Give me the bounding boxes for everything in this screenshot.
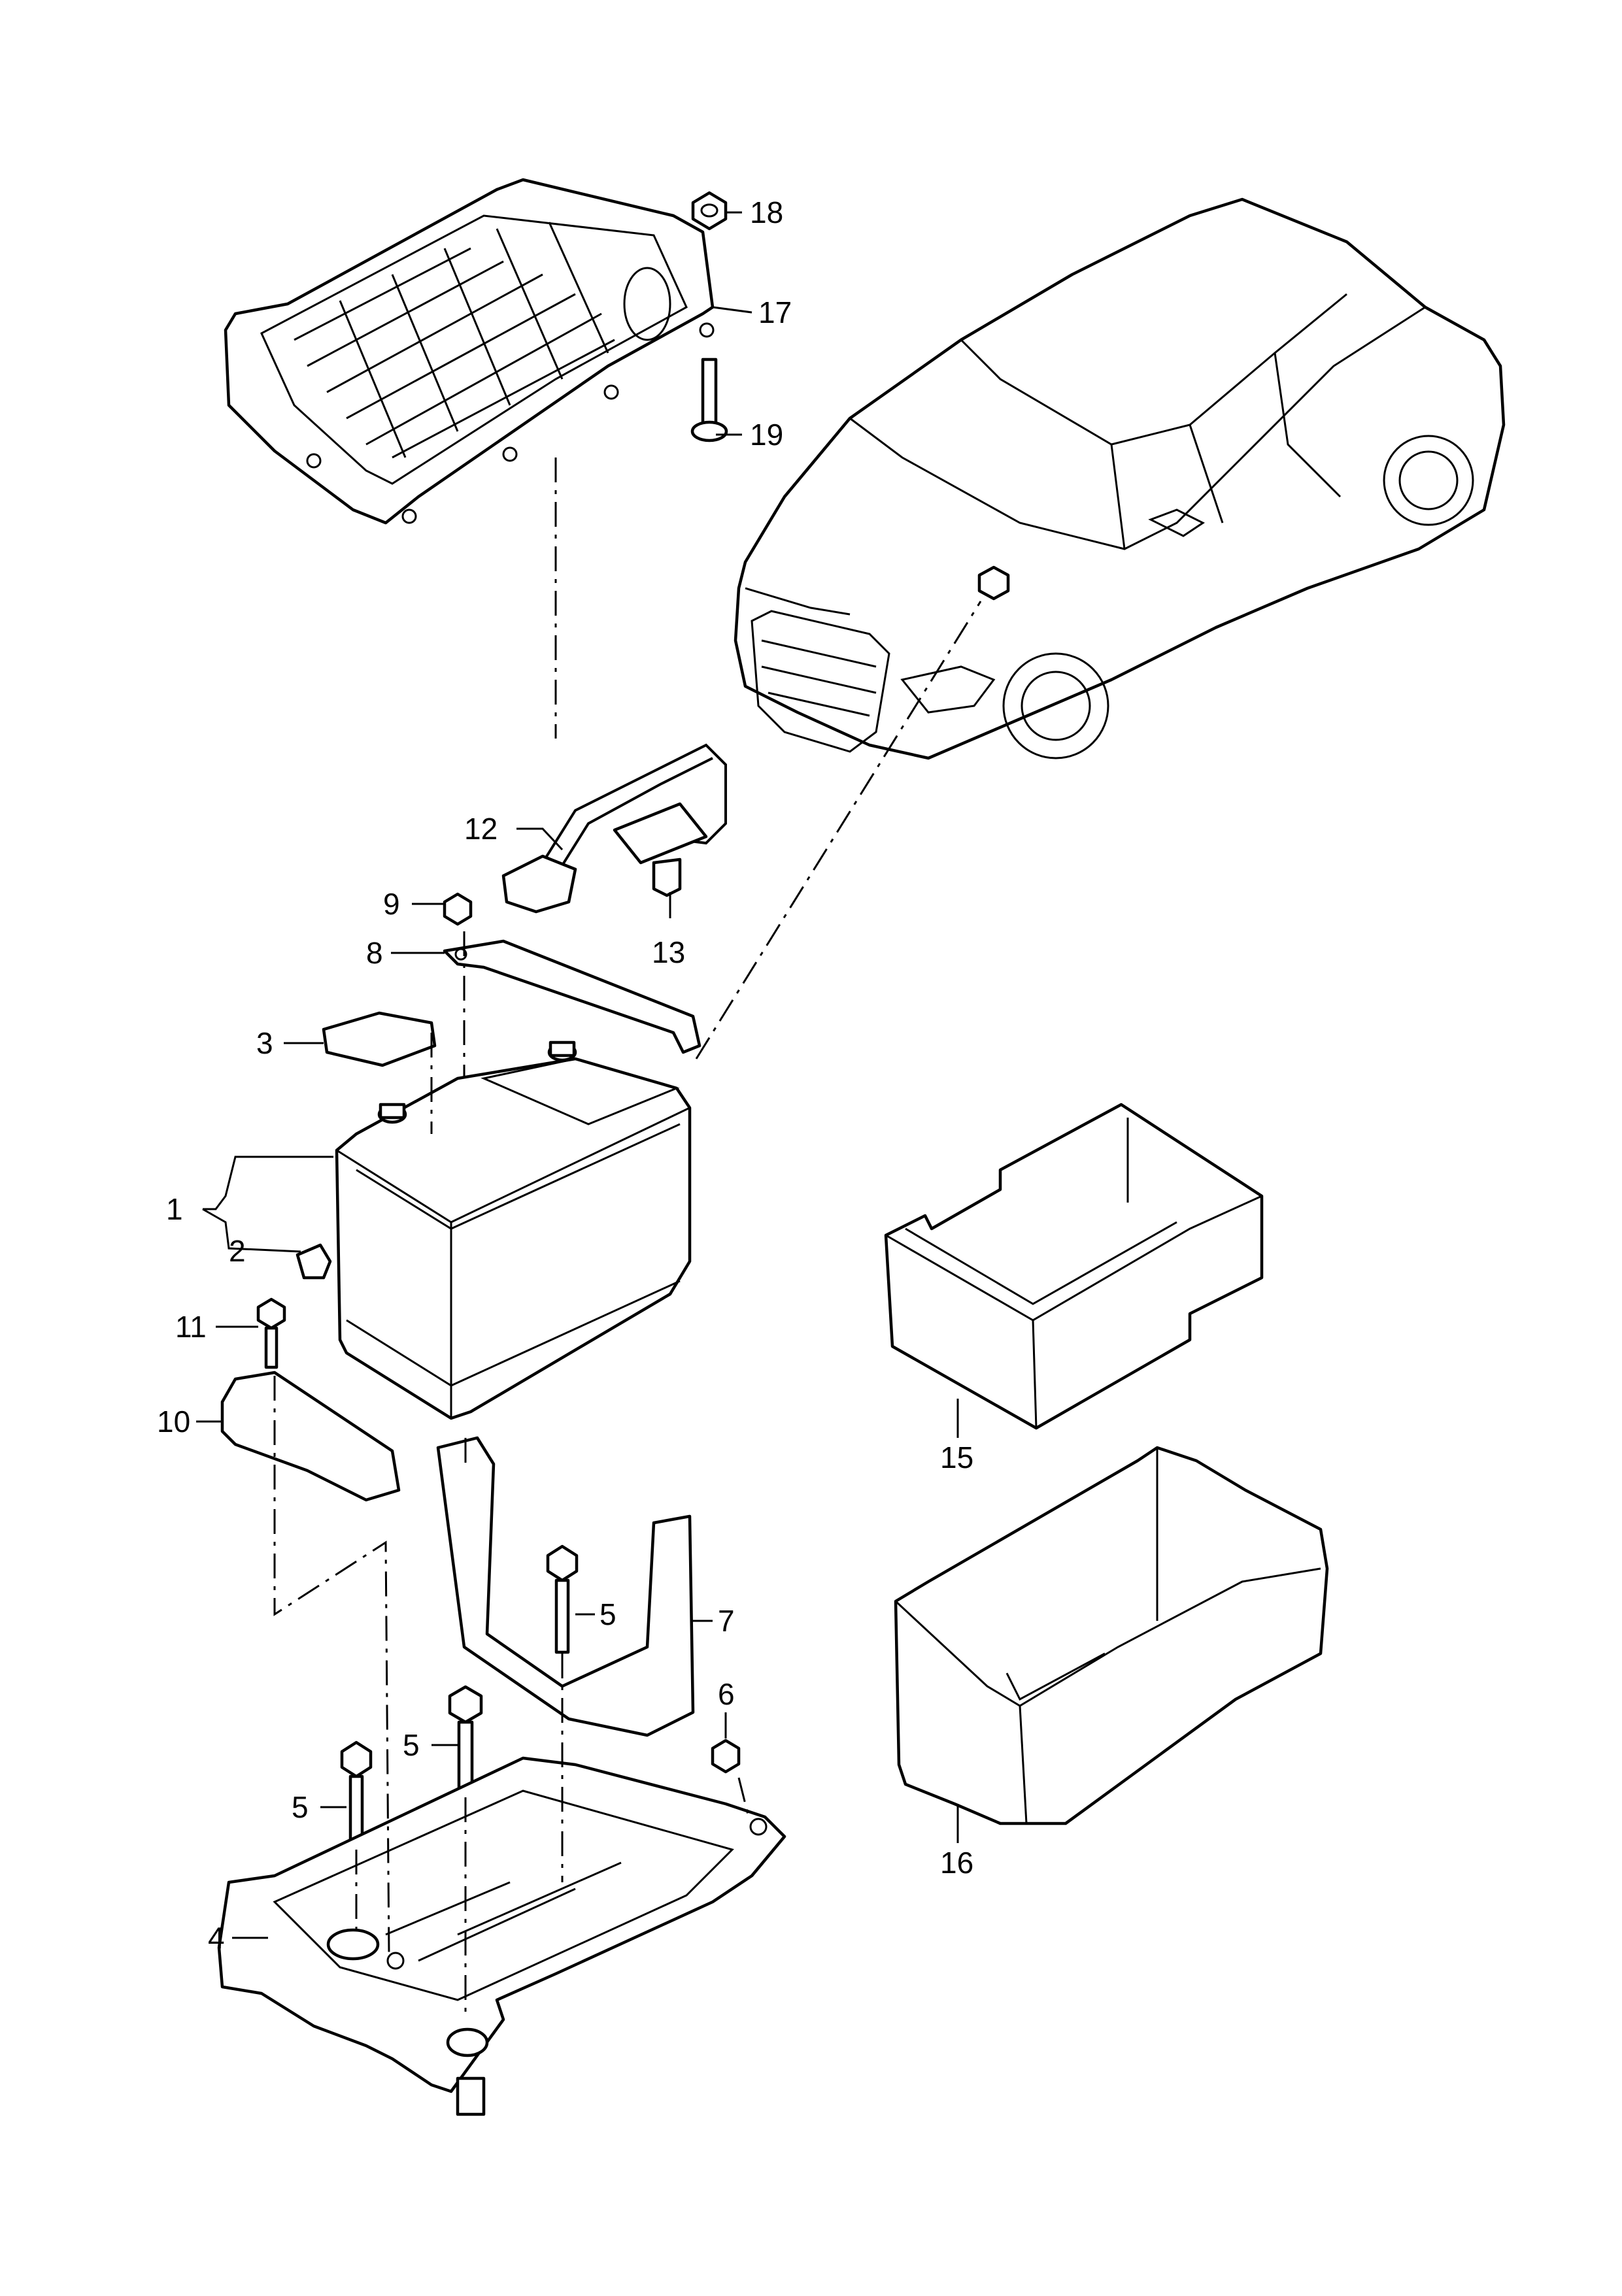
hold-down-strip-8: [443, 939, 701, 1054]
callout-4: 4: [208, 1921, 225, 1955]
callout-10: 10: [157, 1405, 190, 1439]
callout-3: 3: [256, 1026, 273, 1060]
callout-5-c: 5: [292, 1790, 309, 1824]
battery-location-marker: [977, 565, 1010, 601]
bracket-10: [220, 1371, 401, 1502]
callout-18: 18: [750, 195, 783, 229]
vent-plug-2: [296, 1243, 332, 1280]
battery-cover-top: [224, 178, 715, 525]
callout-9: 9: [383, 887, 400, 921]
callout-19: 19: [750, 418, 783, 452]
callout-1: 1: [166, 1192, 183, 1226]
battery-cable-12: [501, 743, 727, 914]
callout-15: 15: [940, 1440, 973, 1474]
bolt-5-b: [448, 1685, 483, 1796]
callout-8: 8: [366, 936, 383, 970]
callout-11: 11: [175, 1310, 207, 1344]
callout-17: 17: [758, 295, 792, 329]
car-illustration: [734, 197, 1506, 760]
bolt-11: [256, 1297, 286, 1369]
nut-9: [443, 892, 473, 926]
nut-6: [711, 1739, 741, 1774]
bolt-19: [690, 358, 728, 442]
callout-6: 6: [718, 1677, 735, 1711]
battery-case-16: [894, 1446, 1329, 1825]
insulation-box-15: [884, 1103, 1264, 1430]
bolt-5-a: [546, 1544, 579, 1654]
callout-labels: 18 17 19 12 9 8 13 3 1 2 11 10 5 7 6 5 5…: [157, 195, 973, 1955]
callout-12: 12: [464, 812, 498, 846]
callout-5-a: 5: [600, 1597, 617, 1631]
callout-2: 2: [229, 1234, 246, 1268]
battery-tray-4: [217, 1756, 786, 2116]
battery-1: [335, 1040, 692, 1420]
assembly-lines: [273, 458, 982, 2020]
bracket-7: [436, 1436, 695, 1737]
callout-7: 7: [718, 1604, 735, 1638]
callout-16: 16: [940, 1846, 973, 1880]
label-3: [322, 1011, 437, 1067]
callout-13: 13: [652, 935, 685, 969]
leader-lines: [196, 211, 959, 1939]
callout-5-b: 5: [403, 1728, 420, 1762]
nut-18: [691, 191, 728, 231]
